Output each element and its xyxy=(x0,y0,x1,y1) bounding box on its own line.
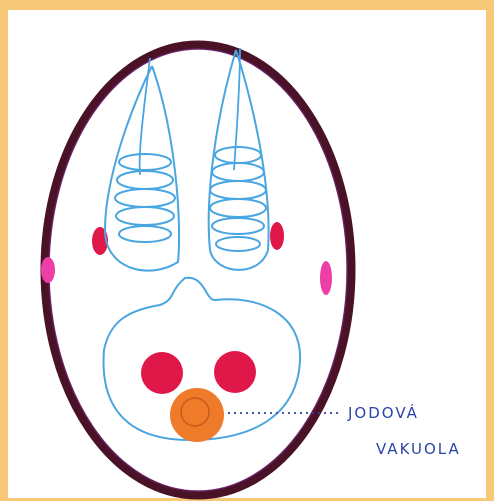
flagellum-left-thread xyxy=(140,58,150,175)
vacuole-label-line2: VAKUOLA xyxy=(376,440,461,458)
vacuole-label-line1: JODOVÁ xyxy=(348,404,419,422)
red-organelle-left xyxy=(141,352,183,394)
vacuole xyxy=(170,388,224,442)
pink-organelle-left xyxy=(41,257,55,283)
coil-right xyxy=(210,147,266,251)
coil-left xyxy=(115,154,175,242)
pink-organelle-right xyxy=(320,261,332,295)
flagellum-right-thread xyxy=(234,48,240,170)
red-organelle-right xyxy=(214,351,256,393)
flagellum-left xyxy=(105,66,179,271)
red-dot-right xyxy=(270,222,284,250)
